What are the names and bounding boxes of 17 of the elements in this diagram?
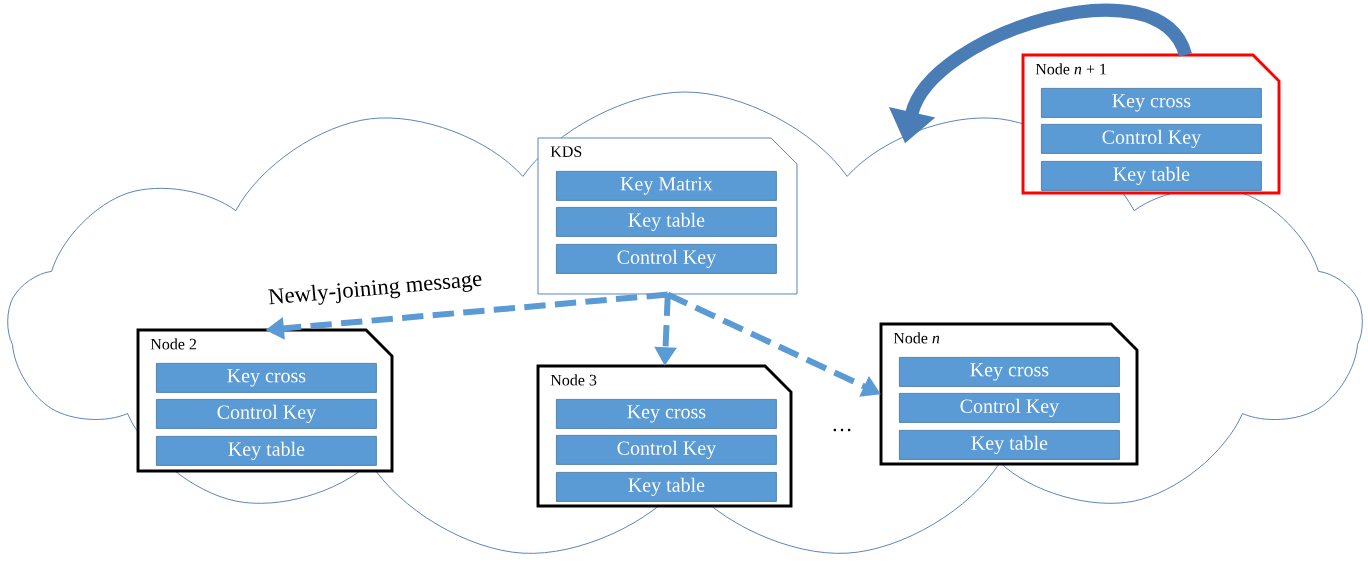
key-field: Control Key — [899, 393, 1120, 423]
key-field: Control Key — [556, 244, 777, 274]
key-field: Key table — [1041, 161, 1262, 191]
key-field: Key Matrix — [556, 171, 777, 201]
ellipsis-text: … — [833, 428, 851, 432]
key-field: Key cross — [1041, 88, 1262, 118]
edge-label: Newly-joining message — [266, 268, 485, 311]
key-field: Key table — [556, 207, 777, 237]
key-field: Key table — [156, 436, 377, 466]
key-field: Key table — [899, 430, 1120, 460]
key-field: Key cross — [556, 399, 777, 429]
key-field: Key cross — [156, 363, 377, 393]
key-field: Key cross — [899, 357, 1120, 387]
key-field: Control Key — [156, 399, 377, 429]
key-field: Control Key — [1041, 124, 1262, 154]
key-field: Key table — [556, 472, 777, 502]
key-field: Control Key — [556, 435, 777, 465]
